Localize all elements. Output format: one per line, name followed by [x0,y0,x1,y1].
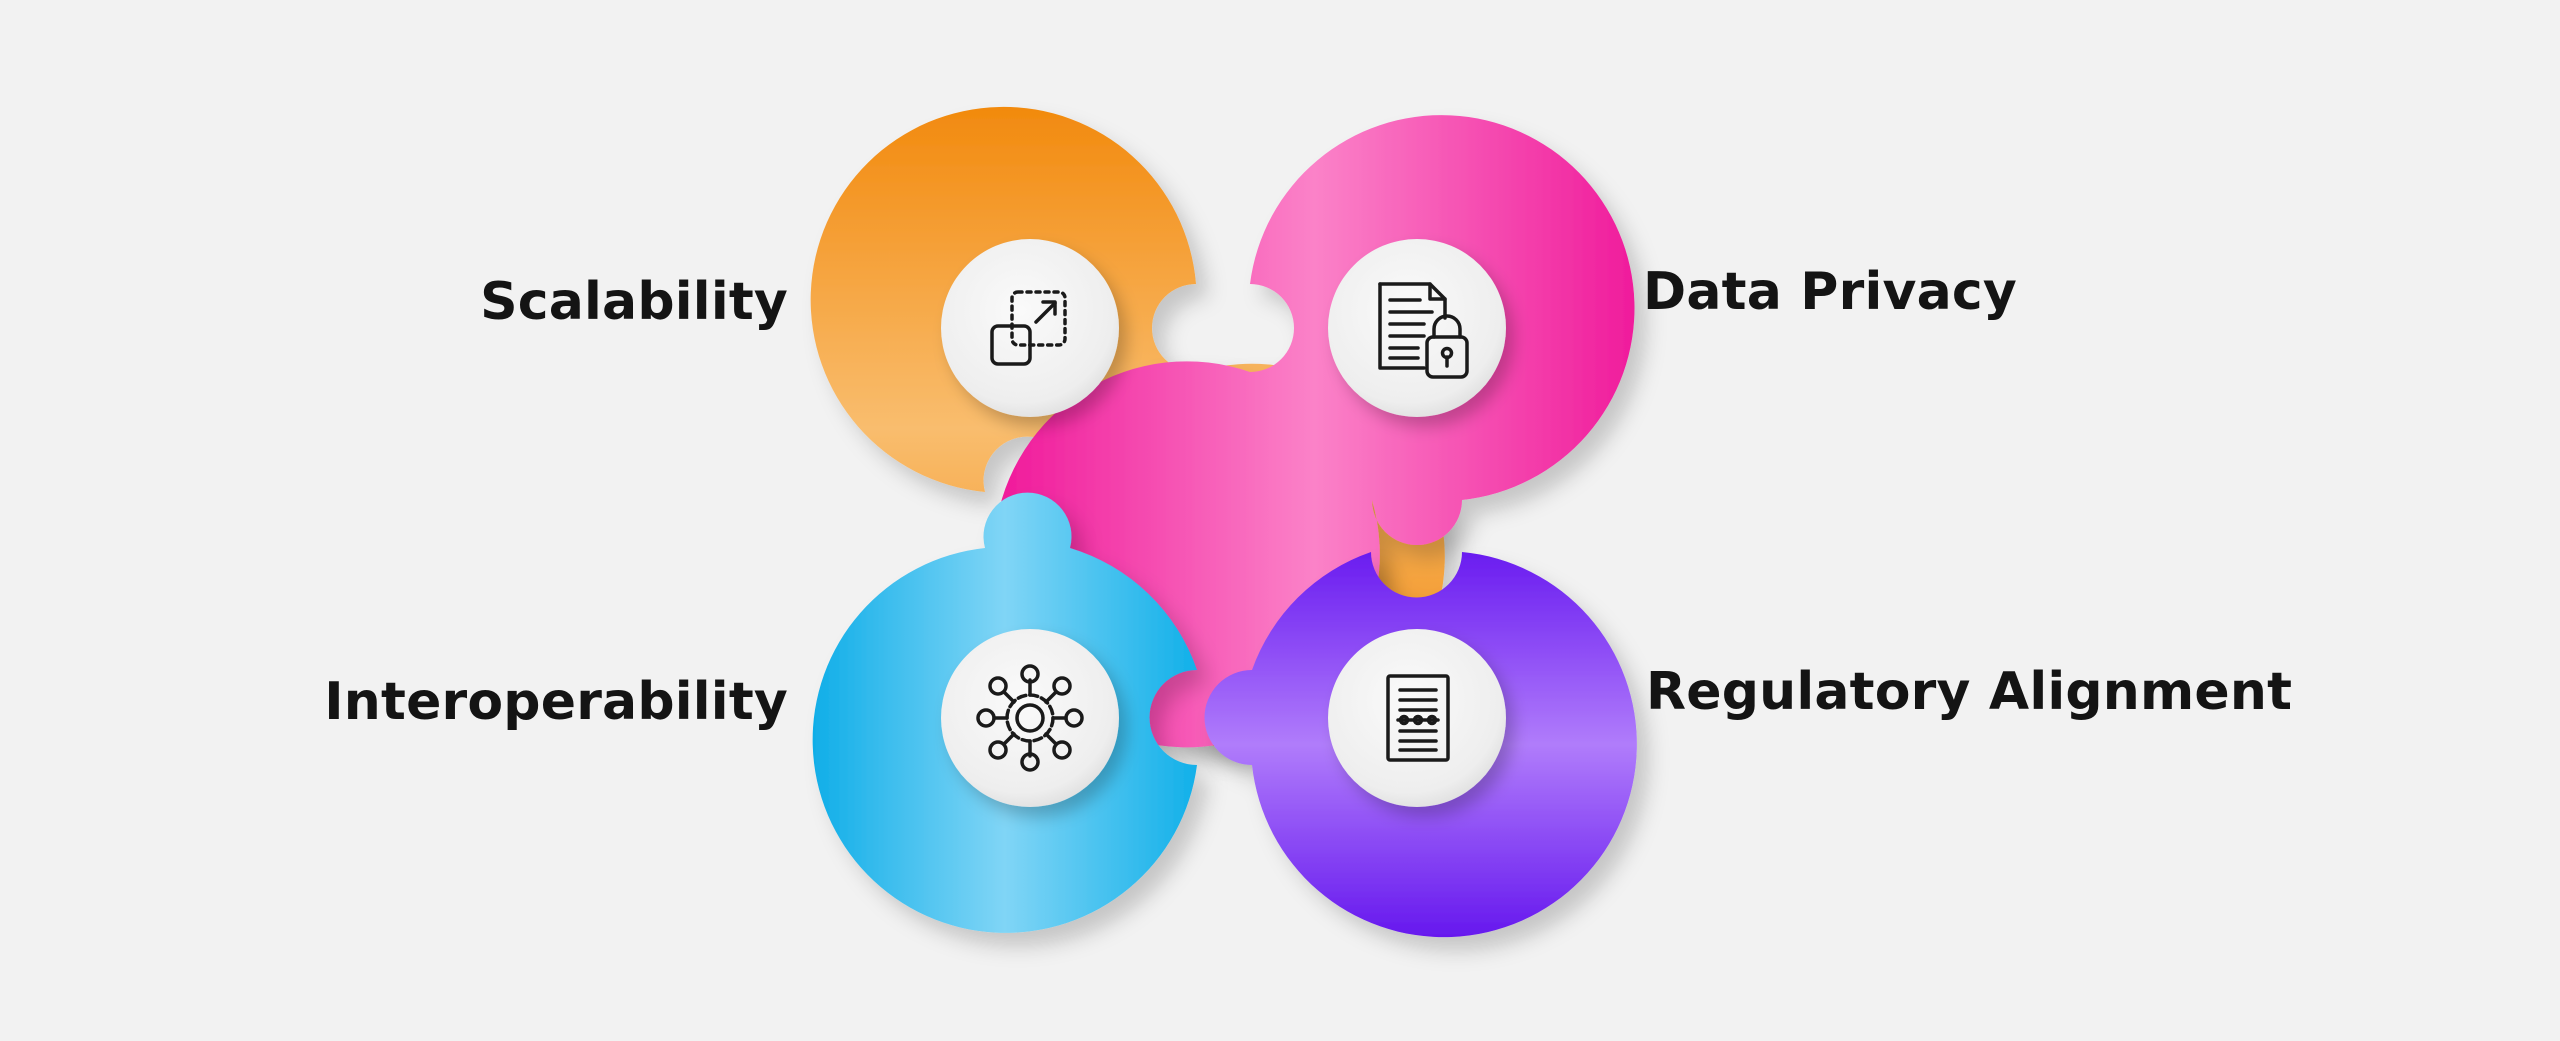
locked-document-icon [1378,282,1469,379]
label-interoperability: Interoperability [324,672,788,732]
network-gear-icon [976,664,1084,772]
label-regulatory-alignment: Regulatory Alignment [1646,662,2293,722]
document-icon [1386,674,1450,762]
inner-circle-interoperability [941,629,1119,807]
label-data-privacy: Data Privacy [1643,262,2017,322]
label-scalability: Scalability [480,272,788,332]
inner-circle-data-privacy [1328,239,1506,417]
scale-up-icon [990,290,1067,366]
